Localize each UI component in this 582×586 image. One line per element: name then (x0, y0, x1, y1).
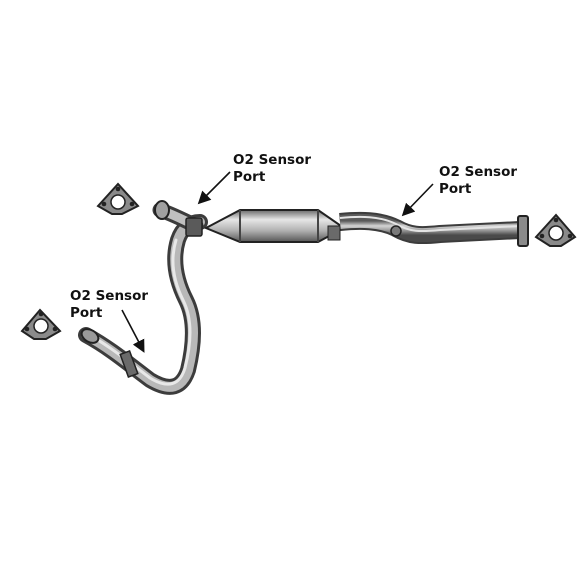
callout-line: Port (70, 305, 103, 321)
exhaust-pipe-icon (78, 214, 208, 395)
callout-line: Port (439, 181, 472, 197)
o2-sensor-port-label: O2 Sensor Port (439, 164, 517, 198)
catalytic-converter-icon (203, 209, 346, 243)
callout-line: Port (233, 169, 266, 185)
exhaust-pipe-icon (152, 200, 204, 237)
arrow-icon (121, 309, 145, 353)
gasket-icon (96, 182, 140, 215)
gasket-icon (534, 213, 577, 247)
o2-sensor-port-label: O2 Sensor Port (70, 288, 148, 322)
callout-line: O2 Sensor (70, 288, 149, 304)
exhaust-pipe-icon (339, 211, 529, 247)
callout-line: O2 Sensor (233, 152, 312, 168)
gasket-icon (20, 308, 62, 340)
arrow-icon (197, 171, 231, 205)
o2-sensor-port-label: O2 Sensor Port (233, 152, 311, 186)
callout-line: O2 Sensor (439, 164, 518, 180)
arrow-icon (401, 183, 434, 217)
